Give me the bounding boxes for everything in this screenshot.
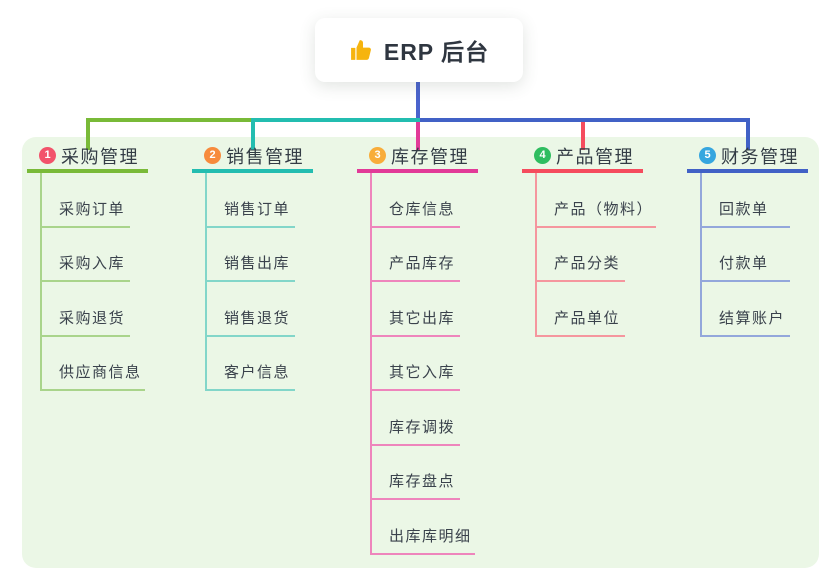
- branch-3: 3 库存管理仓库信息产品库存其它出库其它入库库存调拨库存盘点出库库明细: [357, 147, 497, 555]
- branch-number-badge: 4: [534, 147, 551, 164]
- branch-node-1[interactable]: 1 采购管理: [27, 147, 148, 173]
- branch-node-4[interactable]: 4 产品管理: [522, 147, 643, 173]
- child-node[interactable]: 销售出库: [207, 228, 295, 282]
- branch-label: 销售管理: [226, 146, 304, 167]
- child-node[interactable]: 其它入库: [372, 337, 460, 391]
- branch-node-5[interactable]: 5 财务管理: [687, 147, 808, 173]
- branch-node-3[interactable]: 3 库存管理: [357, 147, 478, 173]
- connector-drop-3: [416, 118, 420, 150]
- connector-drop-1: [86, 118, 90, 150]
- child-node[interactable]: 产品分类: [537, 228, 625, 282]
- child-node[interactable]: 销售退货: [207, 282, 295, 337]
- root-node-title: ERP 后台: [383, 39, 490, 65]
- child-node[interactable]: 采购入库: [42, 228, 130, 282]
- connector-drop-2: [251, 118, 255, 150]
- child-node[interactable]: 回款单: [702, 173, 790, 228]
- child-node[interactable]: 其它出库: [372, 282, 460, 337]
- branch-children-list: 采购订单采购入库采购退货供应商信息: [40, 173, 167, 391]
- child-node[interactable]: 库存调拨: [372, 391, 460, 446]
- connector-bus-right: [420, 118, 750, 122]
- branch-number-badge: 1: [39, 147, 56, 164]
- branch-label: 采购管理: [61, 146, 139, 167]
- branch-number-badge: 3: [369, 147, 386, 164]
- child-node[interactable]: 采购退货: [42, 282, 130, 337]
- branch-children-list: 产品（物料）产品分类产品单位: [535, 173, 662, 337]
- child-node[interactable]: 出库库明细: [372, 500, 475, 555]
- child-node[interactable]: 库存盘点: [372, 446, 460, 500]
- child-node[interactable]: 产品库存: [372, 228, 460, 282]
- child-node[interactable]: 产品单位: [537, 282, 625, 337]
- branch-label: 库存管理: [391, 146, 469, 167]
- branch-4: 4 产品管理产品（物料）产品分类产品单位: [522, 147, 662, 337]
- branch-label: 产品管理: [556, 146, 634, 167]
- connector-root-drop: [416, 82, 420, 118]
- child-node[interactable]: 结算账户: [702, 282, 790, 337]
- branch-5: 5 财务管理回款单付款单结算账户: [687, 147, 827, 337]
- branch-2: 2 销售管理销售订单销售出库销售退货客户信息: [192, 147, 332, 391]
- branch-number-badge: 2: [204, 147, 221, 164]
- branch-children-list: 销售订单销售出库销售退货客户信息: [205, 173, 332, 391]
- child-node[interactable]: 客户信息: [207, 337, 295, 391]
- child-node[interactable]: 供应商信息: [42, 337, 145, 391]
- branch-node-2[interactable]: 2 销售管理: [192, 147, 313, 173]
- connector-bus-middle: [253, 118, 420, 122]
- root-node[interactable]: ERP 后台: [315, 18, 523, 82]
- mindmap-canvas: [22, 137, 819, 568]
- thumbs-up-icon: [349, 38, 374, 63]
- child-node[interactable]: 产品（物料）: [537, 173, 657, 228]
- child-node[interactable]: 仓库信息: [372, 173, 460, 228]
- connector-drop-4: [581, 118, 585, 150]
- child-node[interactable]: 采购订单: [42, 173, 130, 228]
- branch-1: 1 采购管理采购订单采购入库采购退货供应商信息: [27, 147, 167, 391]
- branch-children-list: 仓库信息产品库存其它出库其它入库库存调拨库存盘点出库库明细: [370, 173, 497, 555]
- child-node[interactable]: 付款单: [702, 228, 790, 282]
- branch-children-list: 回款单付款单结算账户: [700, 173, 827, 337]
- connector-bus-left: [86, 118, 251, 122]
- child-node[interactable]: 销售订单: [207, 173, 295, 228]
- branch-number-badge: 5: [699, 147, 716, 164]
- connector-drop-5: [746, 118, 750, 150]
- branch-label: 财务管理: [721, 146, 799, 167]
